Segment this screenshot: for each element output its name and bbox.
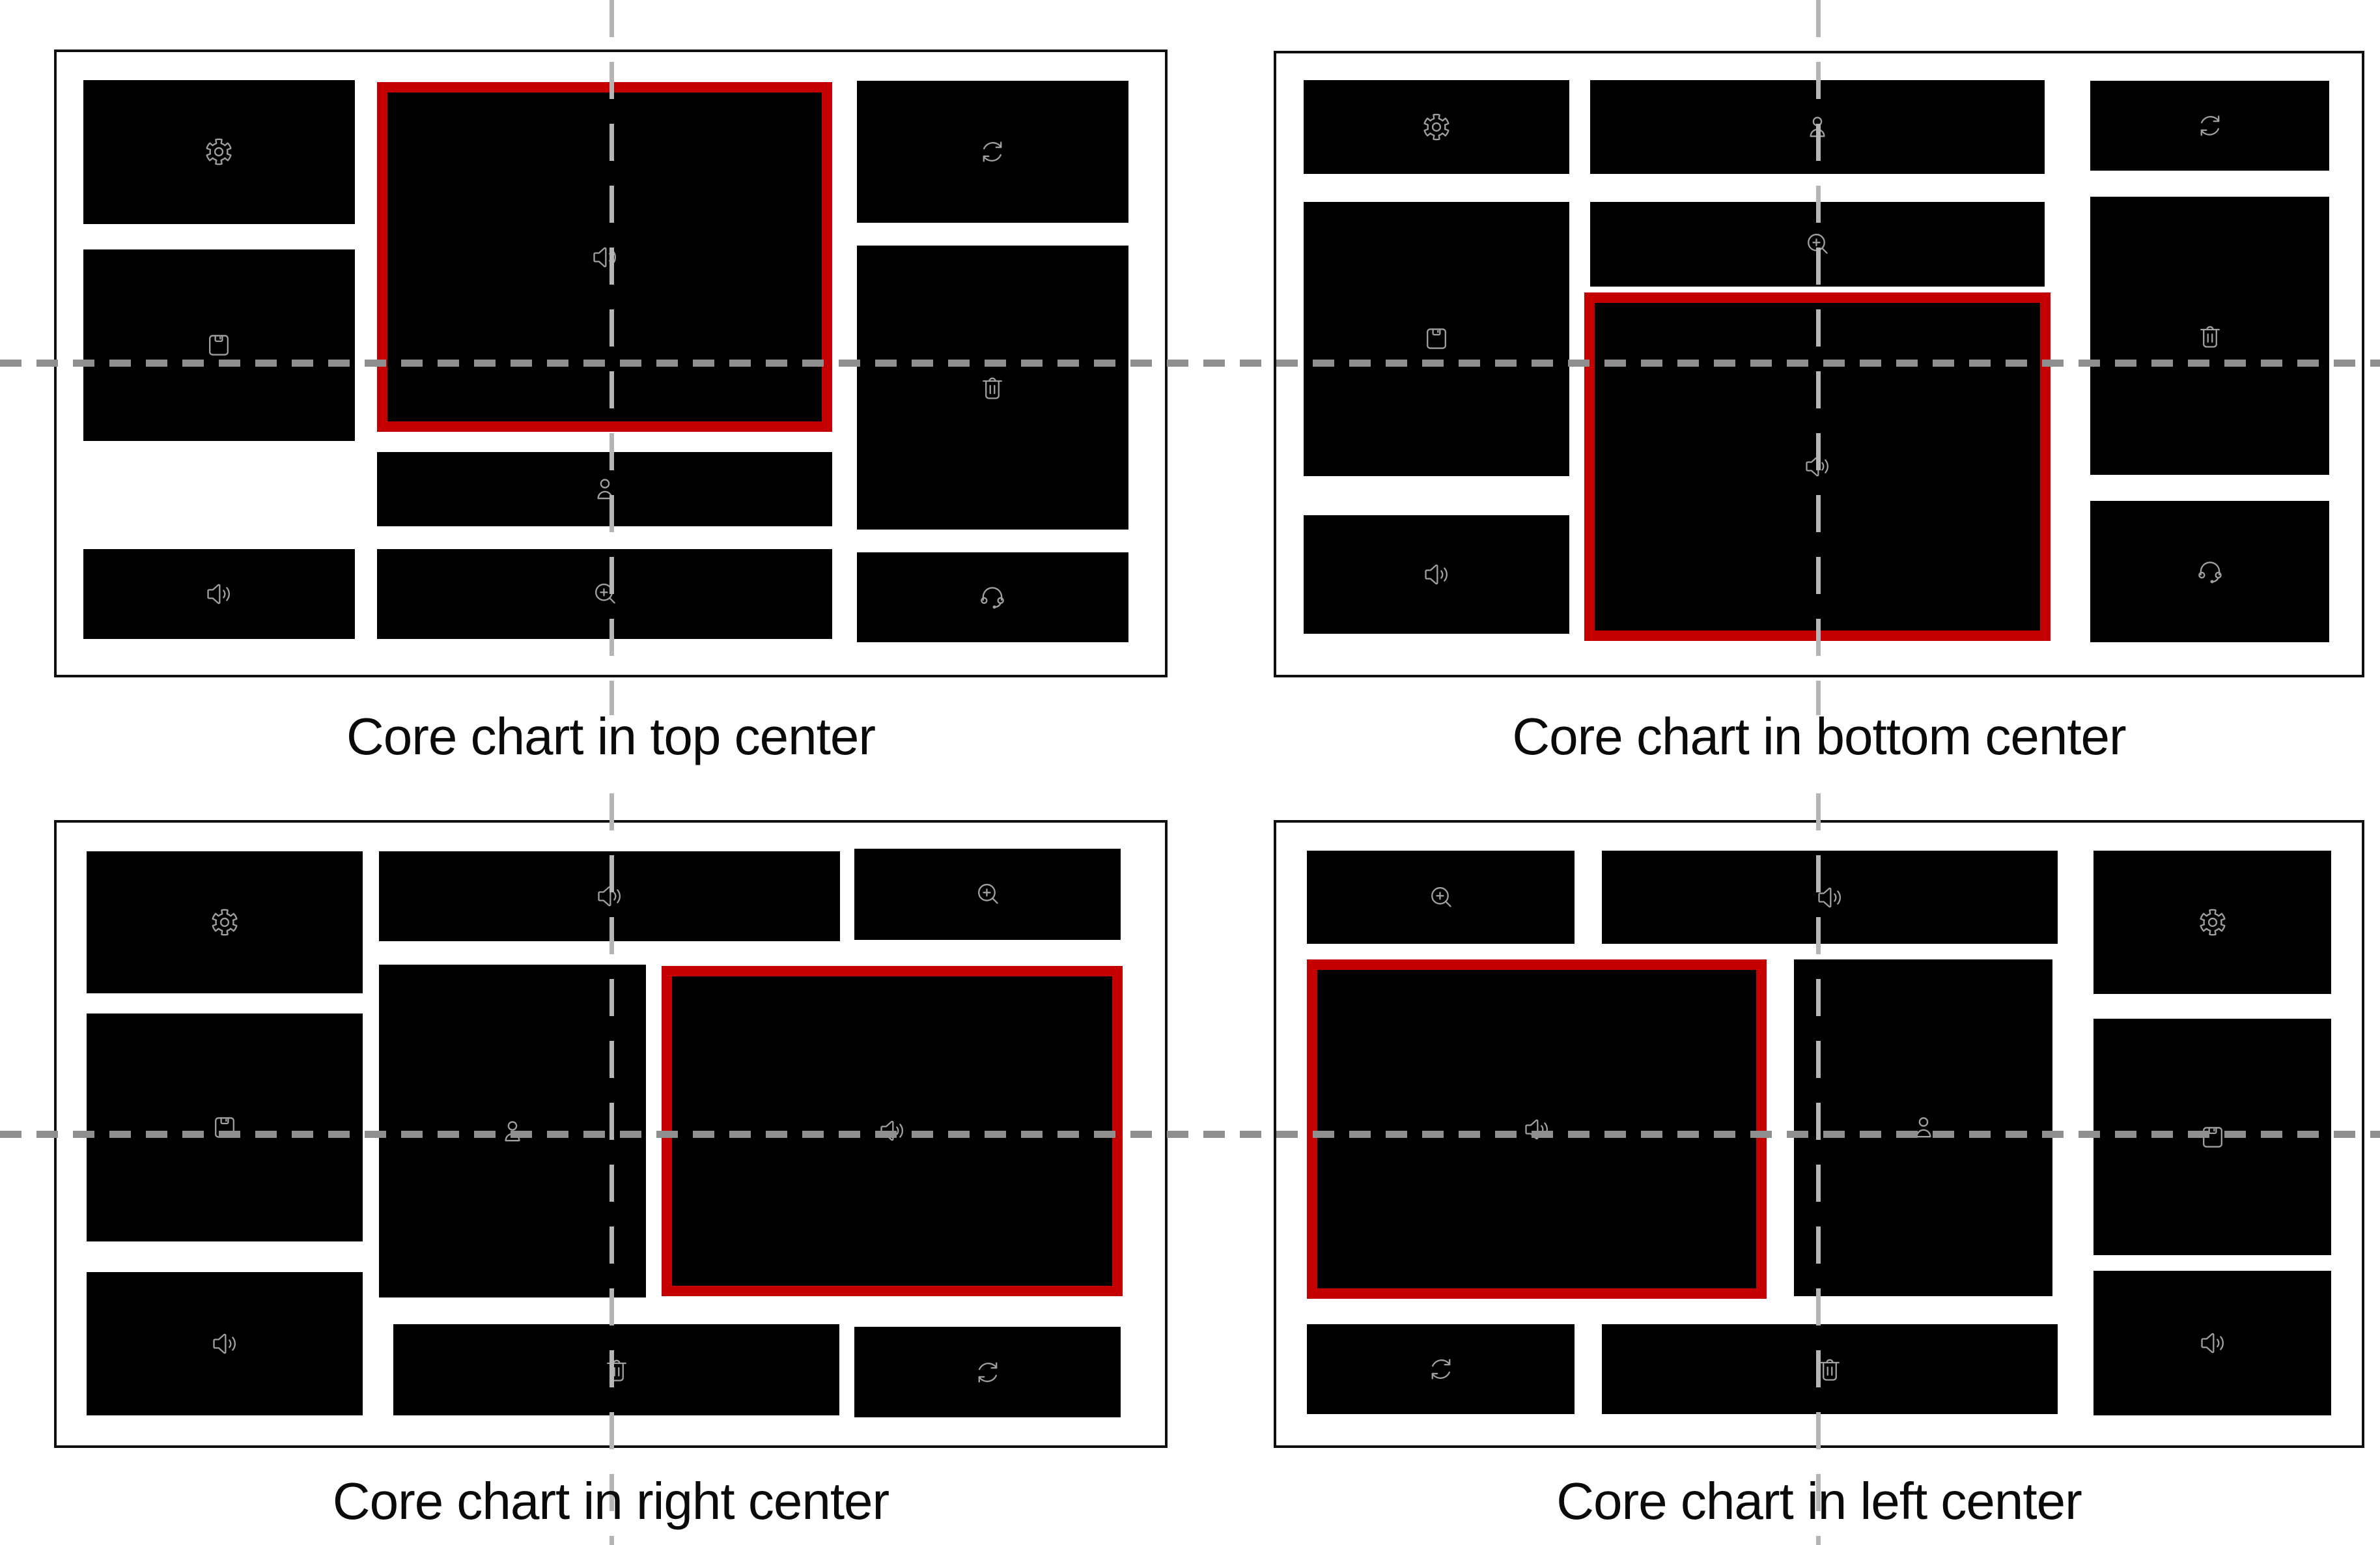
headset-icon <box>977 582 1007 612</box>
tile-gear <box>83 80 355 224</box>
zoom-in-icon <box>1426 883 1456 913</box>
save-icon <box>210 1113 240 1142</box>
tile-person <box>376 451 833 526</box>
crosshair-vertical-line-bottom-right <box>1816 793 1821 1545</box>
crosshair-vertical-line-top-left <box>609 0 614 715</box>
speaker-icon <box>1522 1114 1552 1144</box>
tile-trash <box>856 246 1128 530</box>
crosshair-vertical-line-bottom-left <box>609 793 614 1545</box>
refresh-icon <box>2195 111 2225 141</box>
tile-speaker <box>2093 1271 2332 1416</box>
tile-person <box>1794 959 2052 1296</box>
refresh-icon <box>973 1357 1003 1387</box>
tile-trash <box>393 1324 839 1416</box>
tile-speaker <box>1303 515 1570 634</box>
speaker-icon <box>210 1329 240 1359</box>
crosshair-horizontal-line-bottom-row <box>0 1131 2380 1138</box>
trash-icon <box>602 1355 632 1385</box>
person-icon <box>590 474 620 504</box>
tile-refresh <box>854 1327 1121 1417</box>
tile-gear <box>2093 851 2332 994</box>
gear-icon <box>210 907 240 937</box>
tile-headset <box>856 552 1128 643</box>
core-chart-tile-speaker <box>1306 959 1767 1299</box>
tile-zoom-in <box>1306 851 1575 944</box>
speaker-icon <box>590 242 620 272</box>
tile-zoom-in <box>854 849 1121 940</box>
gear-icon <box>1421 112 1451 142</box>
person-icon <box>1909 1113 1939 1142</box>
tile-gear <box>1303 80 1570 175</box>
tile-gear <box>86 851 363 993</box>
core-chart-tile-speaker <box>376 81 833 432</box>
panel-caption-left-center: Core chart in left center <box>1556 1472 2082 1530</box>
tile-save <box>83 249 355 441</box>
tile-save <box>86 1013 363 1242</box>
save-icon <box>204 330 234 360</box>
trash-icon <box>977 373 1007 403</box>
tile-save <box>1303 202 1570 476</box>
panel-caption-bottom-center: Core chart in bottom center <box>1512 707 2126 765</box>
gear-icon <box>204 137 234 167</box>
zoom-in-icon <box>590 579 620 609</box>
speaker-icon <box>1421 560 1451 589</box>
headset-icon <box>2195 557 2225 587</box>
zoom-in-icon <box>973 879 1003 909</box>
refresh-icon <box>1426 1354 1456 1384</box>
tile-headset <box>2090 500 2329 643</box>
trash-icon <box>2195 321 2225 351</box>
tile-speaker <box>83 548 355 640</box>
crosshair-vertical-line-top-right <box>1816 0 1821 715</box>
tile-refresh <box>2090 80 2329 171</box>
speaker-icon <box>204 579 234 609</box>
tile-trash <box>2090 197 2329 475</box>
tile-trash <box>1602 1324 2058 1415</box>
save-icon <box>1421 324 1451 354</box>
refresh-icon <box>977 137 1007 167</box>
crosshair-horizontal-line-top-row <box>0 360 2380 367</box>
tile-zoom-in <box>376 548 833 640</box>
tile-refresh <box>1306 1324 1575 1415</box>
tile-speaker <box>1602 851 2058 944</box>
speaker-icon <box>2198 1328 2228 1358</box>
panel-caption-right-center: Core chart in right center <box>332 1472 889 1530</box>
panel-caption-top-center: Core chart in top center <box>346 707 876 765</box>
gear-icon <box>2198 907 2228 937</box>
tile-speaker <box>86 1272 363 1416</box>
tile-refresh <box>856 80 1128 223</box>
